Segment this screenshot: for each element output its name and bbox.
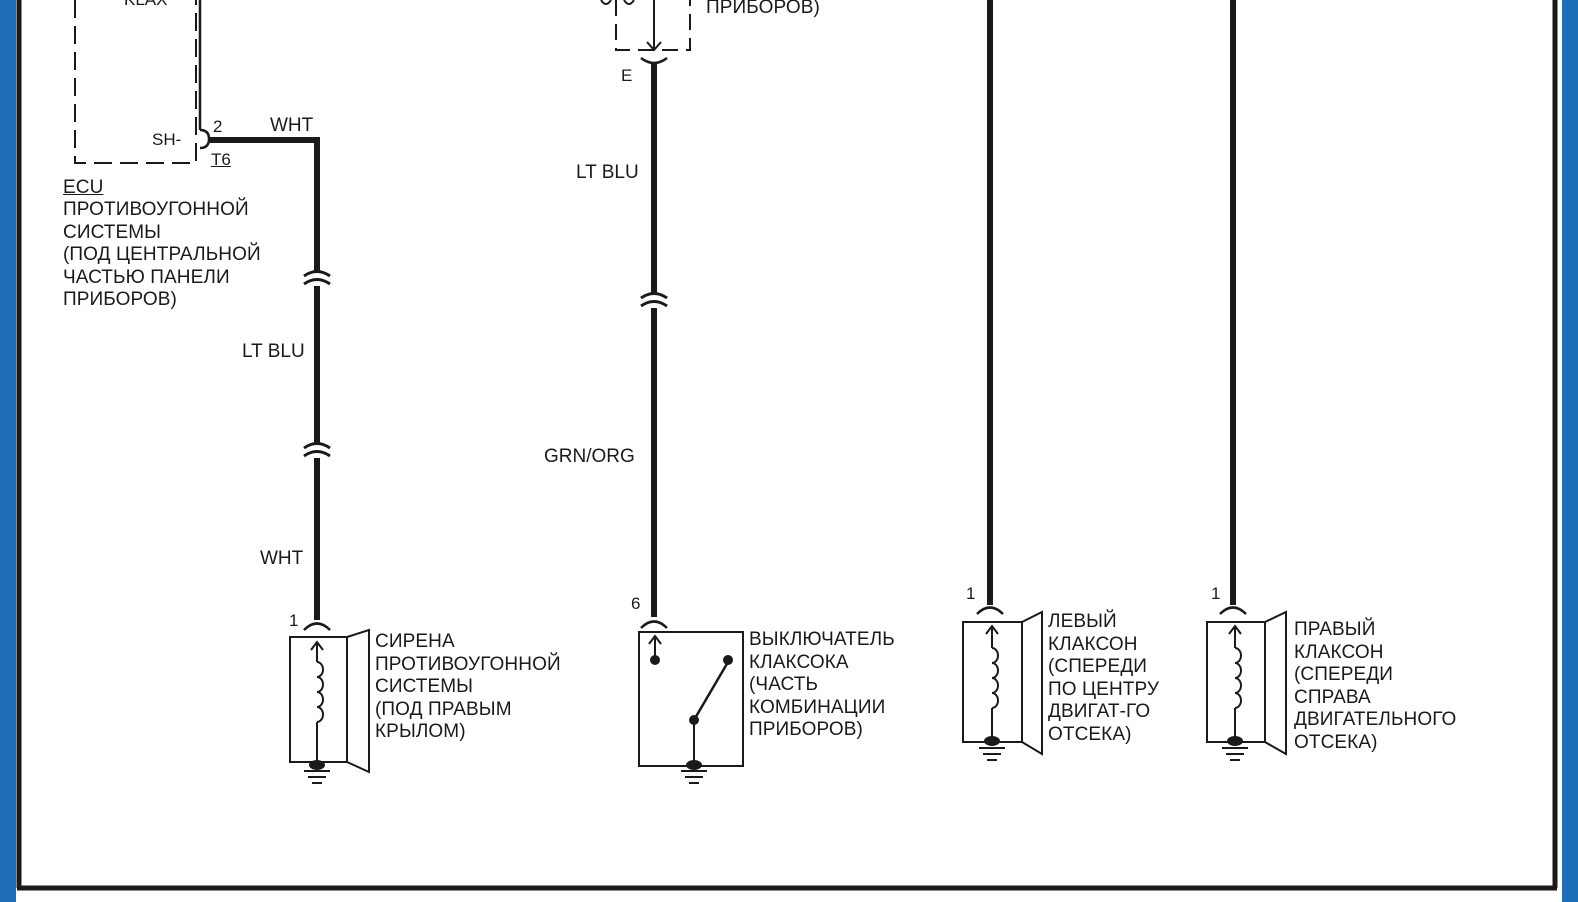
coil-icon [991,647,999,709]
ground-icon [1221,747,1249,761]
siren-component [289,622,370,784]
left-horn-description: ЛЕВЫЙ КЛАКСОН (СПЕРЕДИ ПО ЦЕНТРУ ДВИГАТ-… [1048,611,1159,745]
horn-switch-component [638,620,744,784]
left-horn-pin-number: 1 [966,584,976,603]
cluster-description: ПРИБОРОВ) [706,0,820,18]
horn-switch-description: ВЫКЛЮЧАТЕЛЬ КЛАКСОКА (ЧАСТЬ КОМБИНАЦИИ П… [749,629,895,740]
horn-switch-pin-number: 6 [631,594,641,613]
inline-connector-icon [303,442,331,458]
siren-wire [209,137,331,620]
ecu-title: ECU [63,177,104,198]
inline-connector-icon [303,270,331,286]
ecu-description: ПРОТИВОУГОННОЙ СИСТЕМЫ (ПОД ЦЕНТРАЛЬНОЙ … [63,199,261,310]
coil-icon [316,661,324,723]
ecu-connector-id: T6 [211,150,231,169]
right-horn-description: ПРАВЫЙ КЛАКСОН (СПЕРЕДИ СПРАВА ДВИГАТЕЛЬ… [1294,619,1457,753]
horn-switch-wire [640,62,668,617]
wire-color-label: GRN/ORG [544,446,635,467]
wire-color-label: WHT [260,548,304,569]
right-horn-component [1206,0,1287,761]
ground-icon [303,770,331,784]
ecu-box [74,0,211,164]
horn-flare-icon [1021,610,1043,756]
right-horn-pin-number: 1 [1211,584,1221,603]
left-horn-component [962,0,1043,761]
siren-description: СИРЕНА ПРОТИВОУГОННОЙ СИСТЕМЫ (ПОД ПРАВЫ… [375,631,561,742]
ground-icon [680,770,708,784]
frame [16,0,1558,891]
page-left-edge [0,0,16,902]
siren-pin-number: 1 [289,611,299,630]
page-right-edge [1562,0,1578,902]
switch-contact-icon [692,661,730,721]
horn-flare-icon [1264,610,1287,756]
ecu-pin-connector-icon [199,128,211,150]
wire-color-label: LT BLU [576,162,639,183]
wire-color-label: LT BLU [242,341,305,362]
ecu-pin-label: SH- [152,130,182,149]
ecu-pin-number: 2 [213,117,223,136]
ecu-top-pin-label: KLAX [124,0,167,10]
wire-color-label: WHT [270,115,314,136]
horn-flare-icon [346,628,370,774]
inline-connector-icon [640,292,668,308]
ground-icon [978,747,1006,761]
coil-icon [1234,647,1242,709]
cluster-box [600,0,691,65]
cluster-pin-label: E [621,66,633,85]
